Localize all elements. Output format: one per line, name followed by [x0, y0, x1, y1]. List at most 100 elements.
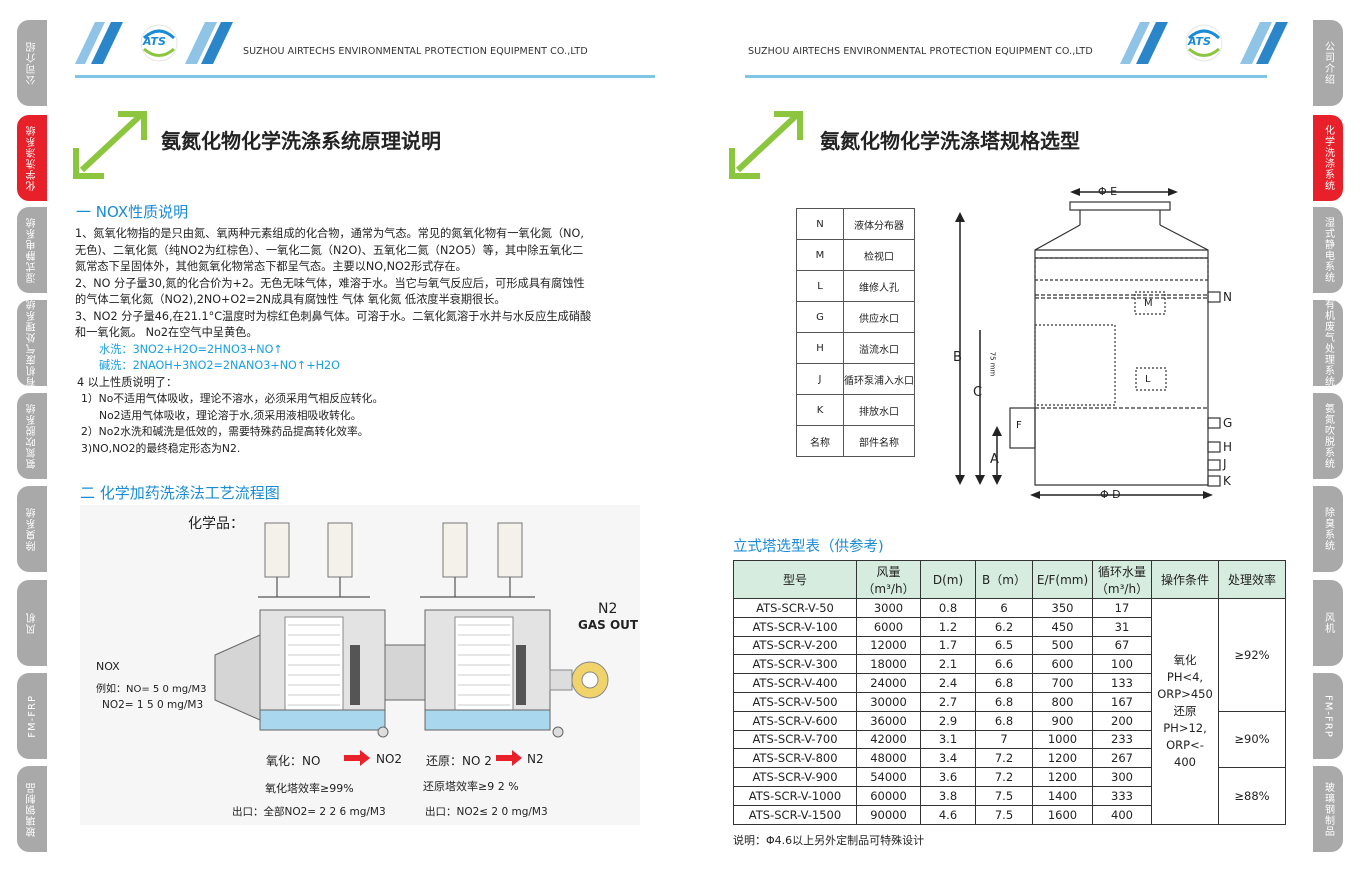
table-cell: ATS-SCR-V-900: [733, 767, 857, 787]
table-cell: 1400: [1032, 785, 1093, 806]
right-tab-6[interactable]: 风机: [1313, 580, 1343, 666]
part-name: 供应水口: [843, 301, 915, 333]
table-cell: 6.8: [975, 673, 1033, 693]
table-cell: ATS-SCR-V-300: [733, 654, 857, 675]
tab-label: 公司介绍: [26, 41, 38, 85]
chemical-label: 化学品：: [188, 516, 244, 532]
left-tab-1[interactable]: 化学洗涤系统: [17, 115, 47, 201]
table-cell: 7.2: [975, 767, 1033, 787]
part-n-label: N: [1223, 290, 1232, 304]
left-tab-2[interactable]: 湿式静电系统: [17, 207, 47, 293]
part-code: M: [796, 239, 844, 271]
right-tab-4[interactable]: 氨氮吹脱系统: [1313, 393, 1343, 479]
tab-label: 湿式静电系统: [26, 217, 38, 283]
table-cell: ATS-SCR-V-200: [733, 635, 857, 656]
table-note: 说明：Φ4.6以上另外定制品可特殊设计: [733, 834, 925, 847]
page-title-left: 氨氮化物化学洗涤系统原理说明: [161, 129, 441, 153]
table-cell: 6.5: [975, 635, 1033, 656]
right-tab-1[interactable]: 化学洗涤系统: [1313, 115, 1343, 201]
right-tab-3[interactable]: 有机废气处理系统: [1313, 299, 1343, 387]
right-tab-0[interactable]: 公司介绍: [1313, 20, 1343, 106]
left-tab-6[interactable]: 风机: [17, 580, 47, 666]
table-cell: ATS-SCR-V-600: [733, 710, 857, 731]
text-line: 氮常态下呈固体外，其他氮氧化物常态下都呈气态。主要以NO,NO2形式存在。: [75, 260, 467, 273]
right-tab-8[interactable]: 玻璃钢制品: [1313, 766, 1343, 852]
tab-label: 玻璃钢制品: [1322, 781, 1334, 837]
tab-label: FM-FRP: [1322, 694, 1334, 738]
table-cell: 30000: [856, 691, 921, 712]
table-cell: 333: [1092, 785, 1152, 806]
table-cell: 167: [1092, 691, 1152, 712]
tab-label: 氨氮吹脱系统: [1322, 403, 1334, 469]
left-tab-8[interactable]: 玻璃钢制品: [17, 766, 47, 852]
text-line: 4 以上性质说明了：: [77, 375, 178, 389]
tab-label: 氨氮吹脱系统: [26, 403, 38, 469]
col-header-airflow: 风量（m³/h）: [856, 560, 921, 599]
condition-line: 氧化: [1173, 652, 1197, 667]
left-tab-0[interactable]: 公司介绍: [17, 20, 47, 106]
right-tab-7[interactable]: FM-FRP: [1313, 673, 1343, 759]
table-cell: 6.8: [975, 691, 1033, 712]
left-tab-7[interactable]: FM-FRP: [17, 673, 47, 759]
table-cell: 36000: [856, 710, 921, 731]
table-cell: 3000: [856, 598, 921, 618]
table-cell: 1600: [1032, 804, 1093, 825]
part-code: 名称: [796, 425, 844, 457]
table-cell: 700: [1032, 673, 1093, 693]
table-cell: 3.8: [920, 785, 976, 806]
part-name: 排放水口: [843, 394, 915, 426]
table-cell: 67: [1092, 635, 1152, 656]
table-cell: 300: [1092, 767, 1152, 787]
condition-line: 400: [1174, 754, 1196, 769]
table-cell: 12000: [856, 635, 921, 656]
table-cell: 2.9: [920, 710, 976, 731]
dim-b-label: B: [953, 350, 962, 365]
reduction-label: 还原：NO 2: [426, 754, 492, 768]
table-cell: 7.5: [975, 785, 1033, 806]
tab-label: 化学洗涤系统: [26, 125, 38, 191]
header-rule-left: [75, 75, 655, 78]
table-cell: 450: [1032, 616, 1093, 637]
table-cell: 90000: [856, 804, 921, 825]
table-cell: 60000: [856, 785, 921, 806]
text-line: 2）No2水洗和碱洗是低效的，需要特殊药品提高转化效率。: [81, 425, 369, 438]
col-header-b: B（m）: [975, 560, 1033, 599]
table-cell: 0.8: [920, 598, 976, 618]
left-tab-5[interactable]: 除臭系统: [17, 486, 47, 572]
table-cell: 6000: [856, 616, 921, 637]
table-cell: 233: [1092, 729, 1152, 750]
tab-label: 湿式静电系统: [1322, 217, 1334, 283]
table-cell: 6.8: [975, 710, 1033, 731]
text-line: 无色)、二氧化氮（纯NO2为红棕色）、一氧化二氮（N2O)、五氧化二氮（N2O5…: [75, 243, 584, 257]
part-h-label: H: [1223, 440, 1233, 454]
part-j-label: J: [1223, 457, 1227, 471]
right-header-stripes: [1120, 22, 1290, 68]
table-cell: ATS-SCR-V-500: [733, 691, 857, 712]
part-code: G: [796, 301, 844, 333]
text-line: 3、NO2 分子量46,在21.1°C温度时为棕红色刺鼻气体。可溶于水。二氧化氮…: [75, 309, 592, 323]
tab-label: 公司介绍: [1322, 41, 1334, 85]
part-k-label: K: [1223, 474, 1231, 488]
tab-label: 风机: [26, 612, 38, 634]
right-tab-5[interactable]: 除臭系统: [1313, 486, 1343, 572]
part-name: 循环泵浦入水口: [843, 363, 915, 395]
left-tab-3[interactable]: 有机废气处理系统: [17, 299, 47, 387]
table-cell: 24000: [856, 673, 921, 693]
text-line: 和一氧化氮。 No2在空气中呈黄色。: [75, 326, 258, 339]
left-tab-4[interactable]: 氨氮吹脱系统: [17, 393, 47, 479]
text-line: 2、NO 分子量30,氮的化合价为+2。无色无味气体，难溶于水。当它与氧气反应后…: [75, 276, 585, 290]
text-line: 3)NO,NO2的最终稳定形态为N2.: [81, 441, 241, 455]
right-tab-2[interactable]: 湿式静电系统: [1313, 207, 1343, 293]
table-cell: 3.6: [920, 767, 976, 787]
table-cell: 18000: [856, 654, 921, 675]
part-code: K: [796, 394, 844, 426]
col-header-circulation: 循环水量（m³/h）: [1092, 560, 1152, 599]
table-cell: 3.1: [920, 729, 976, 750]
table-cell: 42000: [856, 729, 921, 750]
part-code: N: [796, 208, 844, 240]
green-arrow-icon: [72, 108, 150, 184]
